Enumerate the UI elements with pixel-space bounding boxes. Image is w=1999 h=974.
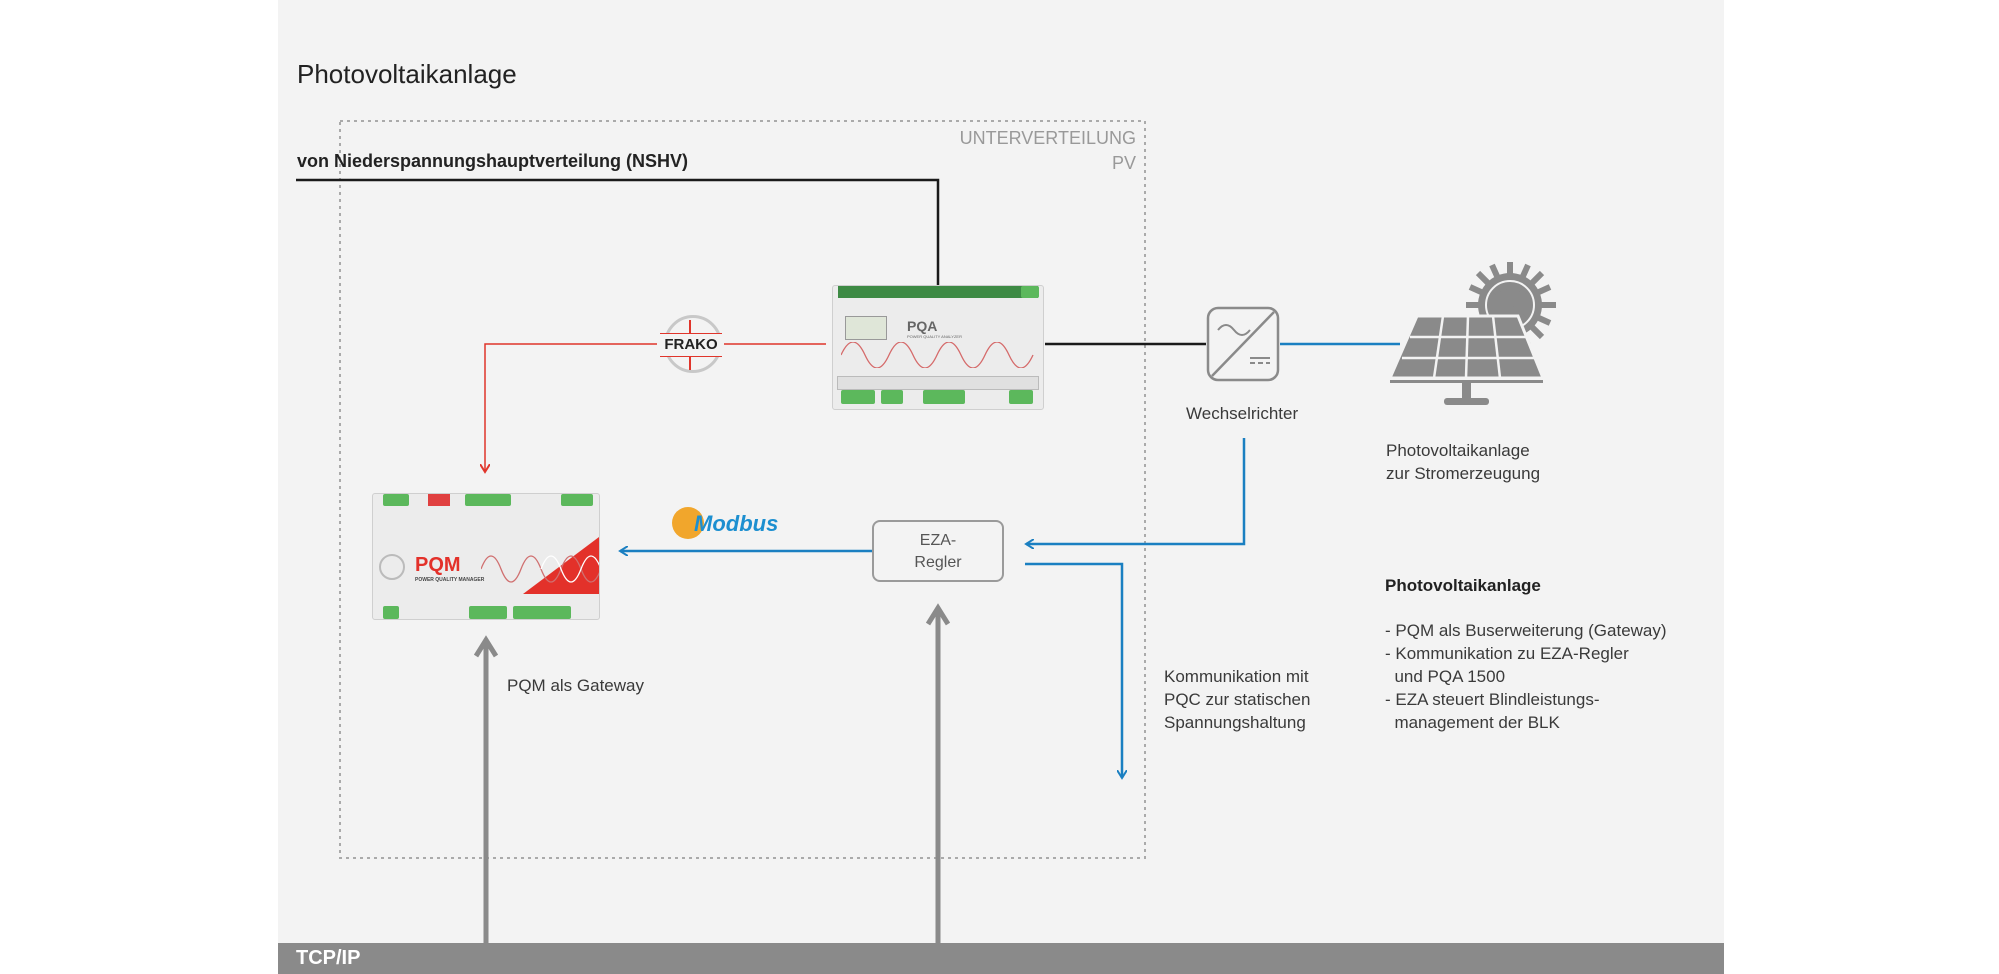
info-item: - Kommunikation zu EZA-Regler xyxy=(1385,644,1629,663)
inverter-icon xyxy=(1206,306,1280,382)
tcpip-label: TCP/IP xyxy=(296,947,361,969)
communication-label-line3: Spannungshaltung xyxy=(1164,713,1306,732)
info-list: - PQM als Buserweiterung (Gateway) - Kom… xyxy=(1385,619,1667,734)
eza-controller-box: EZA- Regler xyxy=(872,520,1004,582)
info-item: - EZA steuert Blindleistungs- xyxy=(1385,690,1600,709)
communication-label-line2: PQC zur statischen xyxy=(1164,690,1311,709)
eza-label-line2: Regler xyxy=(914,554,962,571)
pqa-display xyxy=(845,316,887,340)
eza-to-pqc-arrow xyxy=(1025,562,1122,778)
modbus-logo: Modbus xyxy=(670,503,802,543)
pv-label-line1: Photovoltaikanlage xyxy=(1386,441,1530,460)
subdistribution-label-line2: PV xyxy=(1111,153,1136,173)
gateway-label: PQM als Gateway xyxy=(507,676,644,695)
pv-label-line2: zur Stromerzeugung xyxy=(1386,464,1541,483)
pqm-device: PQM POWER QUALITY MANAGER xyxy=(372,493,600,620)
page-title: Photovoltaikanlage xyxy=(297,59,517,89)
frako-logo: FRAKO xyxy=(660,315,722,375)
info-item: management der BLK xyxy=(1385,713,1560,732)
info-item: und PQA 1500 xyxy=(1385,667,1506,686)
info-heading: Photovoltaikanlage xyxy=(1385,576,1541,595)
communication-label-line1: Kommunikation mit xyxy=(1164,667,1309,686)
solar-panel-icon xyxy=(1387,262,1556,405)
red-arrow-to-pqm xyxy=(485,343,657,472)
pqa-device: PQA POWER QUALITY ANALYZER xyxy=(832,285,1044,410)
diagram-panel xyxy=(278,0,1724,974)
info-item: - PQM als Buserweiterung (Gateway) xyxy=(1385,621,1667,640)
subdistribution-label-line1: UNTERVERTEILUNG xyxy=(959,128,1136,148)
tcpip-bus-bar: TCP/IP xyxy=(278,943,1724,974)
inverter-to-eza-arrow xyxy=(1026,438,1246,544)
nshv-feed-line xyxy=(296,178,940,287)
inverter-label: Wechselrichter xyxy=(1186,404,1299,423)
subdistribution-boundary xyxy=(339,120,1146,859)
eza-label-line1: EZA- xyxy=(919,532,957,549)
nshv-feed-label: von Niederspannungshauptverteilung (NSHV… xyxy=(297,151,689,171)
